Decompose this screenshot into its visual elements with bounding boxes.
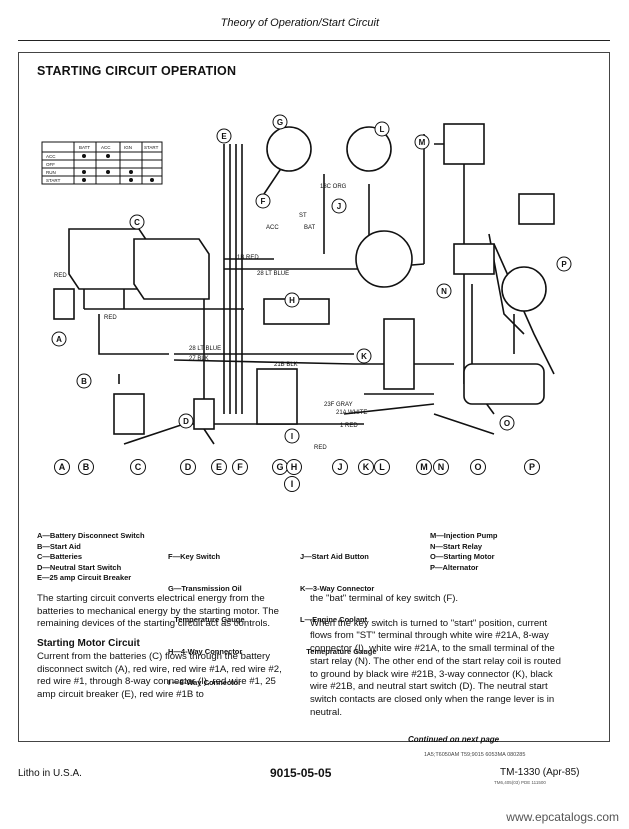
right-column-text: the "bat" terminal of key switch (F). Wh…: [310, 593, 563, 719]
letter-a: A: [59, 462, 66, 472]
wire-label-1b-red: 1B RED: [237, 255, 259, 261]
key-switch-paragraph: When the key switch is turned to "start"…: [310, 617, 561, 718]
legend-item: J—Start Aid Button: [300, 552, 369, 561]
key-table-col-3: IGN: [124, 145, 132, 150]
letter-n: N: [438, 462, 445, 472]
legend-item: Temeprature Gauge: [300, 646, 377, 656]
legend-item: D—Neutral Start Switch: [37, 562, 122, 572]
wire-label-23f-gray: 23F GRAY: [324, 402, 353, 408]
legend-item: P—Alternator: [430, 562, 479, 572]
callout-l: L: [380, 125, 385, 134]
legend-col-3: J—Start Aid Button K—3-Way Connector L—E…: [300, 531, 377, 668]
legend-item: A—Battery Disconnect Switch: [37, 531, 145, 540]
key-switch-st: ST: [299, 213, 307, 219]
callout-n: N: [441, 287, 447, 296]
legend-item: Temperature Gauge: [168, 615, 245, 624]
letter-d: D: [185, 462, 192, 472]
wiring-diagram: BATT ACC IGN START ACC OFF RUN START 13C…: [41, 114, 572, 451]
callout-h: H: [289, 296, 295, 305]
wire-label-13c-1: 13C ORG: [320, 184, 347, 190]
letter-c: C: [135, 462, 142, 472]
letter-f: F: [237, 462, 243, 472]
key-table-row-1: ACC: [46, 154, 56, 159]
legend-item: L—Engine Coolant: [300, 615, 368, 624]
footer-manual-id: TM-1330 (Apr-85): [500, 767, 580, 778]
wire-label-red: RED: [314, 445, 327, 451]
legend-item: H—4-Way Connector: [168, 646, 243, 656]
legend-item: M—Injection Pump: [430, 531, 498, 540]
letter-p: P: [529, 462, 535, 472]
key-table-col-2: ACC: [101, 145, 111, 150]
legend-col-2: F—Key Switch G—Transmission Oil Temperat…: [168, 531, 245, 699]
legend-col-1: A—Battery Disconnect Switch B—Start Aid …: [37, 531, 145, 584]
callout-a: A: [56, 335, 62, 344]
legend-item: G—Transmission Oil: [168, 583, 242, 593]
key-table-row-4: START: [46, 178, 61, 183]
callout-b: B: [81, 377, 87, 386]
footer-page-number: 9015-05-05: [270, 766, 332, 780]
callout-i: I: [291, 432, 293, 441]
callout-f: F: [261, 197, 266, 206]
callout-d: D: [183, 417, 189, 426]
section-title: STARTING CIRCUIT OPERATION: [37, 64, 237, 78]
callout-k: K: [361, 352, 367, 361]
figure-frame: [18, 52, 610, 742]
wire-label-21b-blk: 21B BLK: [274, 362, 298, 368]
header-title: Theory of Operation/Start Circuit: [220, 17, 379, 29]
watermark: www.epcatalogs.com: [506, 810, 619, 824]
wire-label-red-b: RED: [54, 273, 67, 279]
intro-paragraph: The starting circuit converts electrical…: [37, 593, 279, 630]
key-table-col-1: BATT: [79, 145, 90, 150]
callout-m: M: [419, 138, 426, 147]
key-switch-bat: BAT: [304, 225, 316, 231]
legend-item: F—Key Switch: [168, 552, 221, 561]
legend-col-4: M—Injection Pump N—Start Relay O—Startin…: [430, 531, 498, 573]
key-table-row-3: RUN: [46, 170, 56, 175]
letter-i: I: [291, 479, 294, 489]
wire-label-red-a: RED: [104, 315, 117, 321]
letter-k: K: [363, 462, 370, 472]
reference-code: 1A5;T6050AM T59;9015 6053MA 080285: [424, 752, 526, 758]
left-column-text: The starting circuit converts electrical…: [37, 593, 290, 702]
letter-l: L: [379, 462, 385, 472]
letter-h: H: [291, 462, 298, 472]
component-letter-row: A B C D E F G H I J K L M N O P: [54, 459, 540, 492]
letter-e: E: [216, 462, 222, 472]
letter-j: J: [337, 462, 342, 472]
continuation-paragraph: the "bat" terminal of key switch (F).: [310, 593, 459, 604]
callout-c: C: [134, 218, 140, 227]
footer-litho: Litho in U.S.A.: [18, 768, 82, 779]
legend-item: O—Starting Motor: [430, 552, 495, 561]
wire-label-1-red: 1 RED: [340, 423, 358, 429]
wire-label-28-lt-blue: 28 LT BLUE: [257, 271, 289, 277]
callout-g: G: [277, 118, 283, 127]
wire-label-28-lt-blue-2: 28 LT BLUE: [189, 346, 221, 352]
letter-b: B: [83, 462, 90, 472]
key-table-col-4: START: [144, 145, 159, 150]
callout-e: E: [221, 132, 227, 141]
key-table-row-2: OFF: [46, 162, 55, 167]
page-header: Theory of Operation/Start Circuit: [0, 0, 629, 41]
footer-small-code: TM6,405(03) PDE 111500: [494, 780, 546, 785]
legend-item: N—Start Relay: [430, 541, 483, 551]
letter-m: M: [420, 462, 428, 472]
legend-item: K—3-Way Connector: [300, 583, 375, 593]
header-rule: [18, 40, 610, 41]
subhead-starting-motor: Starting Motor Circuit: [37, 638, 140, 650]
legend-item: B—Start Aid: [37, 541, 81, 551]
continued-note: Continued on next page: [408, 735, 500, 744]
callout-j: J: [337, 202, 341, 211]
wire-label-21a-white: 21A WHITE: [336, 410, 367, 416]
legend-item: I —8-Way Connector: [168, 678, 242, 687]
callout-p: P: [561, 260, 567, 269]
legend-item: E—25 amp Circuit Breaker: [37, 573, 132, 582]
starting-motor-paragraph: Current from the batteries (C) flows thr…: [37, 650, 282, 700]
letter-g: G: [276, 462, 283, 472]
key-switch-acc: ACC: [266, 225, 279, 231]
wire-label-27-blk: 27 BLK: [189, 356, 209, 362]
legend-item: C—Batteries: [37, 552, 83, 561]
callout-o: O: [504, 419, 510, 428]
letter-o: O: [474, 462, 481, 472]
